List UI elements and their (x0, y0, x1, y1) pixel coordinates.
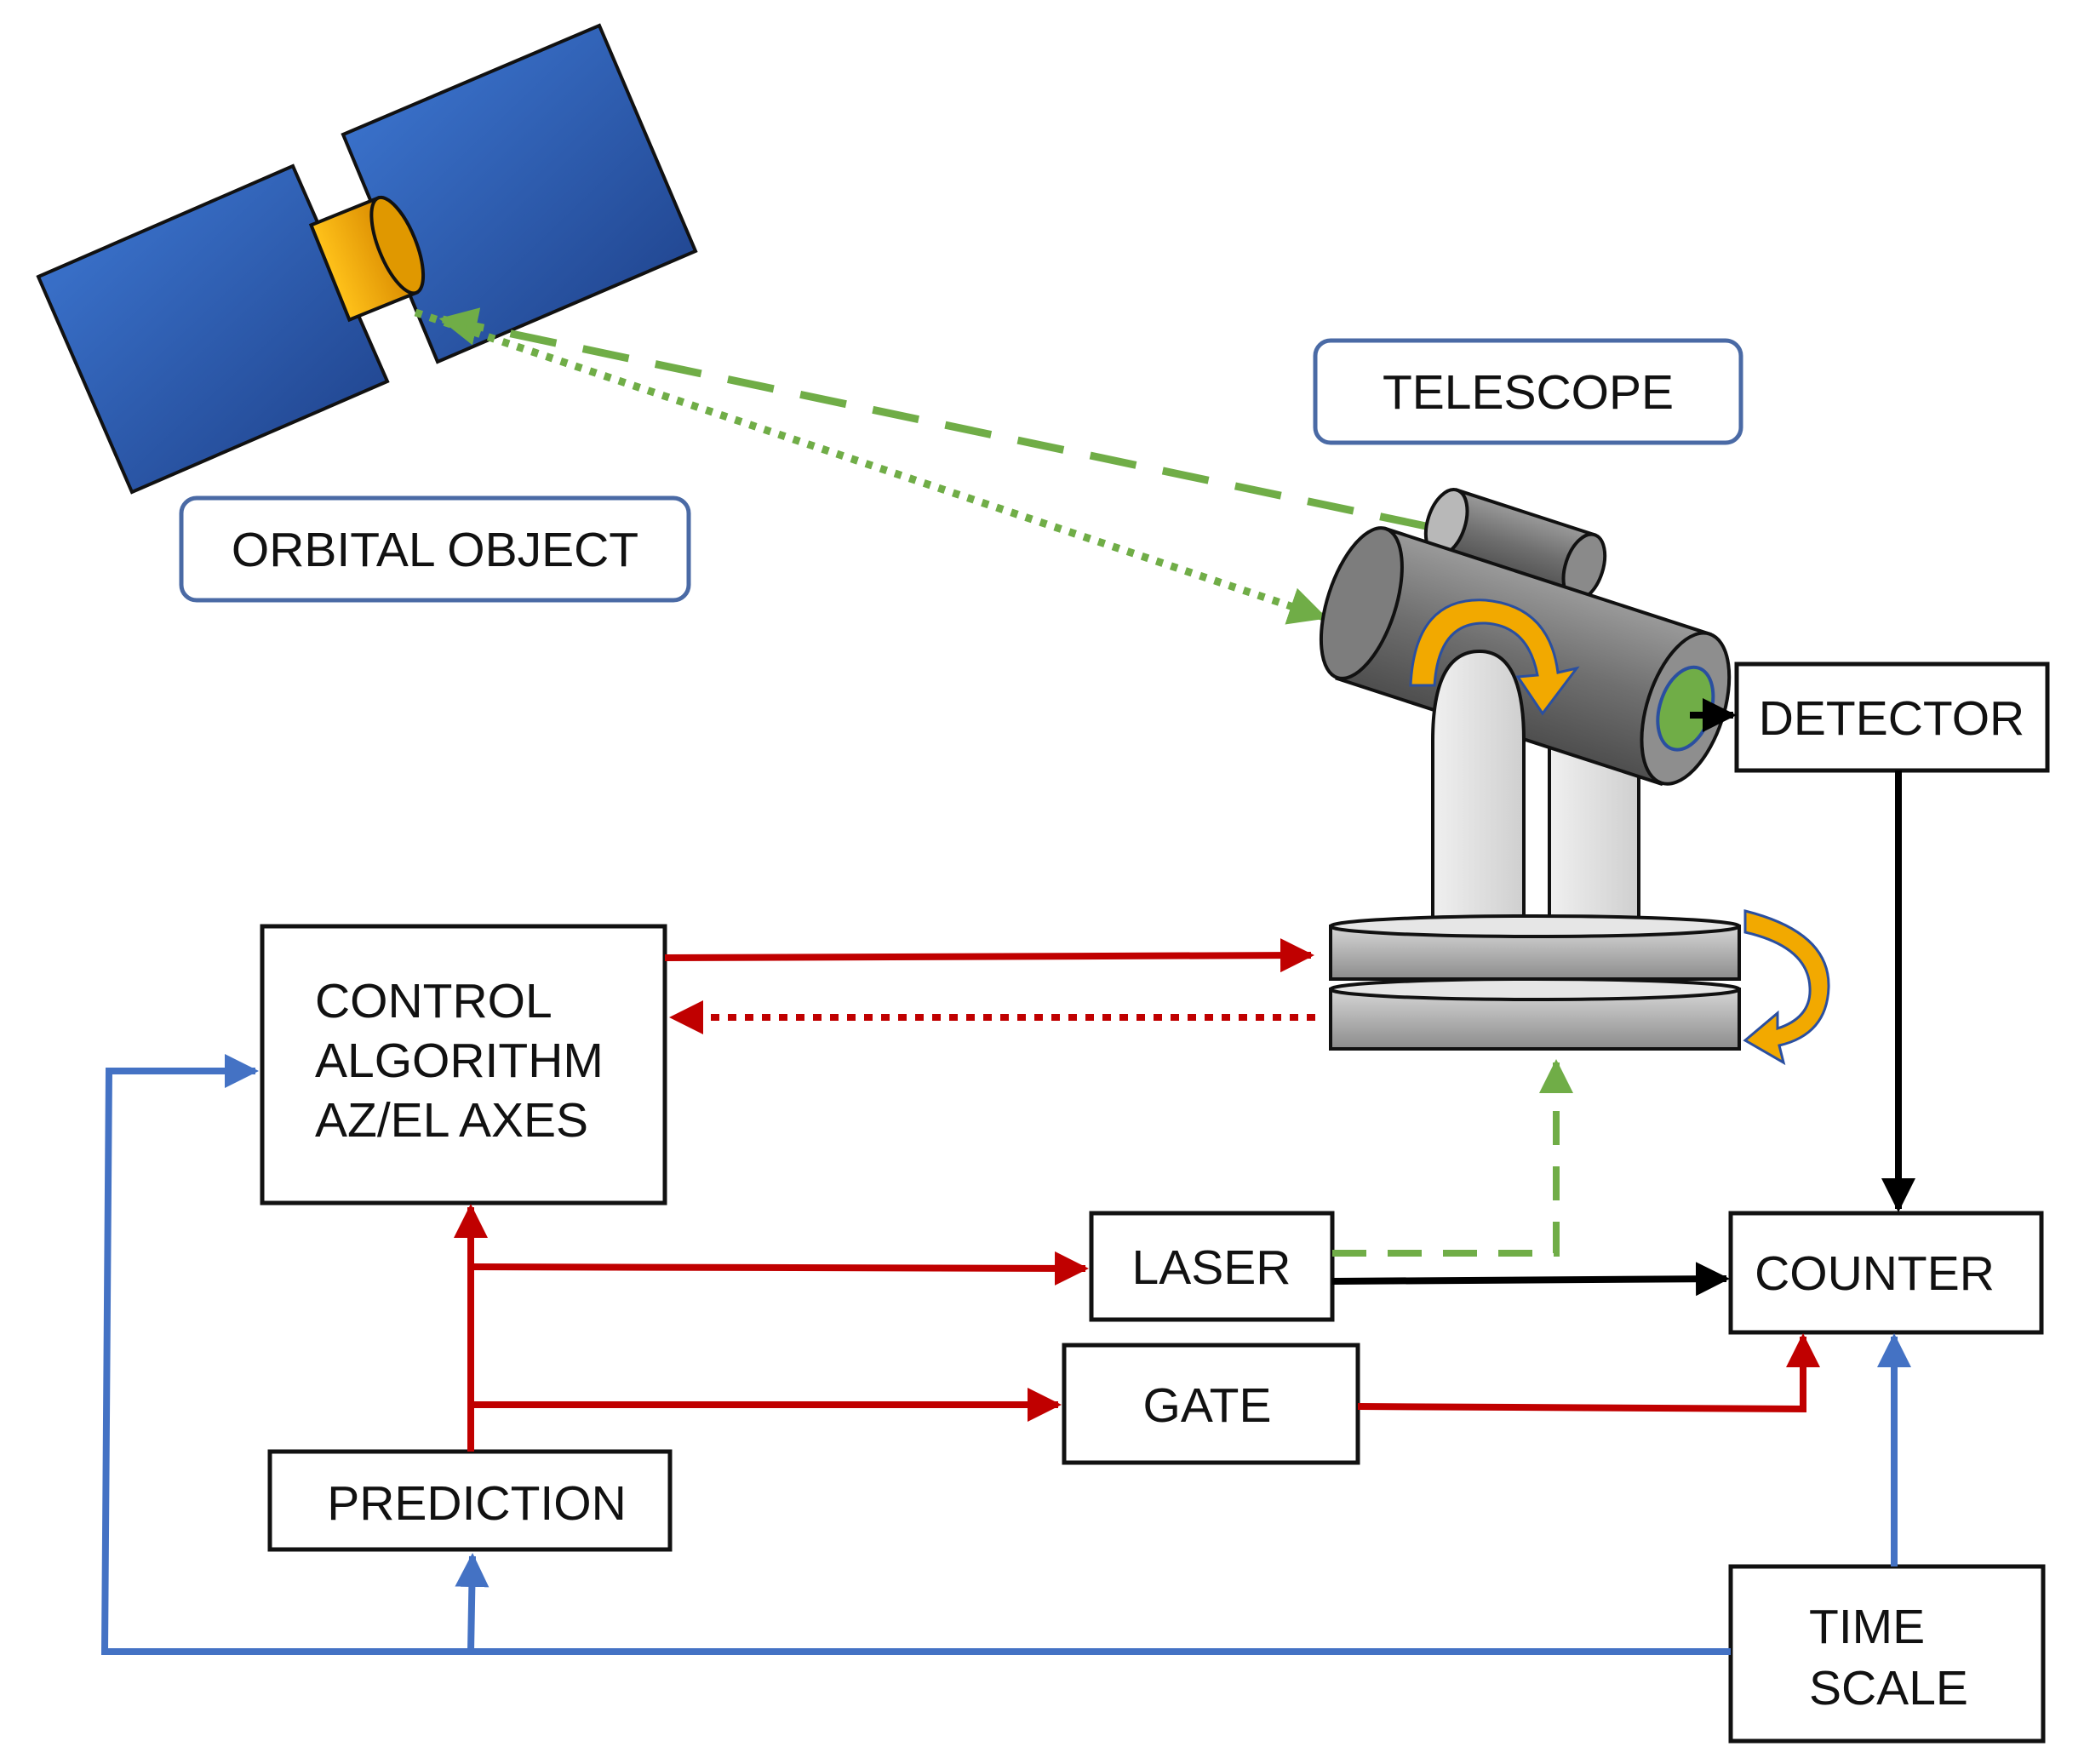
laser-to-telescope-beam (1332, 1059, 1573, 1257)
control-algorithm-box: CONTROL ALGORITHM AZ/EL AXES (260, 924, 667, 1206)
solar-panel-right (341, 23, 698, 364)
laser-to-counter-arrow (1331, 1262, 1730, 1297)
time-scale-bus-line (100, 1054, 1731, 1655)
svg-text:ALGORITHM: ALGORITHM (315, 1034, 604, 1088)
svg-text:LASER: LASER (1132, 1240, 1291, 1295)
counter-box: COUNTER (1728, 1211, 2044, 1335)
control-to-mount-arrow (664, 938, 1314, 973)
satellite-icon (36, 23, 698, 495)
azimuth-rotation-arrow (1743, 909, 1830, 1066)
telescope-tube (1319, 526, 1732, 787)
prediction-box: PREDICTION (267, 1449, 673, 1552)
svg-text:DETECTOR: DETECTOR (1759, 691, 2024, 746)
svg-text:CONTROL: CONTROL (315, 974, 552, 1028)
satellite-body (308, 195, 426, 323)
telescope-icon (1319, 488, 1830, 1066)
svg-text:SCALE: SCALE (1809, 1661, 1968, 1715)
svg-text:COUNTER: COUNTER (1755, 1246, 1995, 1301)
time-scale-box: TIME SCALE (1728, 1564, 2046, 1744)
svg-text:AZ/EL AXES: AZ/EL AXES (315, 1093, 588, 1148)
solar-panel-left (36, 163, 390, 495)
laser-return-beam (414, 308, 1328, 625)
finder-scope (1423, 488, 1607, 602)
azimuth-base (1329, 914, 1741, 1051)
svg-text:TELESCOPE: TELESCOPE (1383, 365, 1674, 420)
svg-text:GATE: GATE (1143, 1378, 1272, 1433)
svg-text:PREDICTION: PREDICTION (327, 1476, 627, 1531)
elevation-rotation-arrow (1409, 598, 1580, 716)
time-to-prediction-arrow (455, 1553, 490, 1652)
svg-text:TIME: TIME (1809, 1600, 1925, 1654)
gate-to-counter-arrow (1357, 1333, 1820, 1413)
gate-box: GATE (1062, 1343, 1360, 1465)
laser-uplink-beam (438, 307, 1427, 530)
detector-box: DETECTOR (1734, 662, 2050, 773)
svg-text:ORBITAL OBJECT: ORBITAL OBJECT (232, 523, 638, 577)
prediction-to-laser-arrow (470, 1251, 1089, 1286)
laser-box: LASER (1089, 1211, 1335, 1322)
telescope-label: TELESCOPE (1313, 338, 1743, 445)
orbital-object-label: ORBITAL OBJECT (179, 495, 691, 603)
fork-arm-front (1431, 649, 1526, 942)
